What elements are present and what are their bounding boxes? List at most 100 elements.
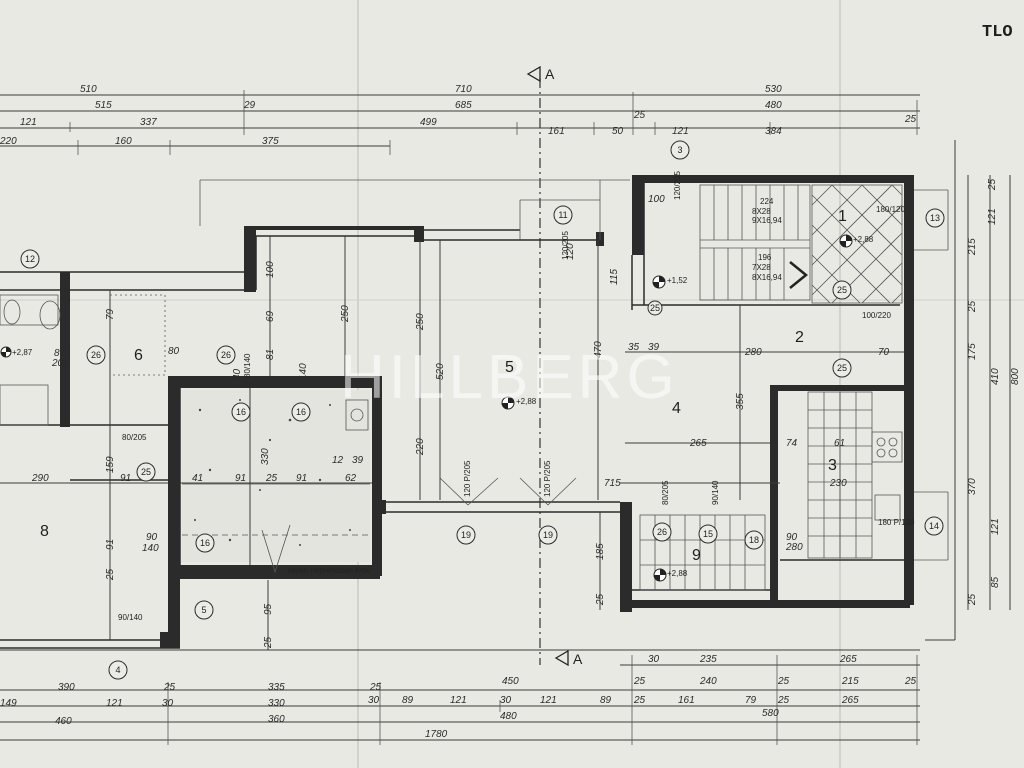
dim-label: 121 bbox=[20, 117, 37, 128]
walls bbox=[0, 175, 914, 649]
svg-text:+2,88: +2,88 bbox=[516, 397, 537, 406]
dim-label: 161 bbox=[548, 126, 565, 137]
svg-text:+1,52: +1,52 bbox=[667, 276, 688, 285]
svg-text:120: 120 bbox=[565, 243, 576, 260]
dim-label: 161 bbox=[678, 695, 695, 706]
svg-text:16: 16 bbox=[236, 407, 246, 417]
dim-label: 337 bbox=[140, 117, 157, 128]
dim-label: 330 bbox=[268, 698, 285, 709]
dim-label: 25 bbox=[633, 676, 646, 687]
dim-label: 85 bbox=[990, 576, 1001, 588]
svg-text:81: 81 bbox=[265, 349, 276, 360]
svg-text:19: 19 bbox=[461, 530, 471, 540]
dim-label: 25 bbox=[777, 695, 790, 706]
marker-3-icon: 3 bbox=[670, 140, 690, 160]
roof-note: ravan neprehodan krov bbox=[288, 566, 370, 575]
stair-note: 224 bbox=[760, 197, 774, 206]
marker-18-icon: 18 bbox=[744, 530, 764, 550]
marker-5-icon: 5 bbox=[194, 600, 214, 620]
dim-label: 121 bbox=[106, 698, 123, 709]
dim-label: 25 bbox=[777, 676, 790, 687]
svg-text:185: 185 bbox=[595, 543, 606, 560]
dim-label: 265 bbox=[841, 695, 859, 706]
dim-label: 580 bbox=[762, 708, 779, 719]
svg-text:265: 265 bbox=[689, 438, 707, 449]
svg-text:180 P/120: 180 P/120 bbox=[878, 518, 915, 527]
marker-14-icon: 14 bbox=[924, 516, 944, 536]
marker-26-icon: 26 bbox=[86, 345, 106, 365]
svg-text:14: 14 bbox=[929, 521, 939, 531]
dim-label: 25 bbox=[987, 178, 998, 191]
opening-labels: 120/205 80/205 80/140 120 P/205 120 P/20… bbox=[118, 171, 915, 622]
dim-label: 685 bbox=[455, 100, 472, 111]
svg-text:70: 70 bbox=[878, 347, 890, 358]
marker-19-icon: 19 bbox=[538, 525, 558, 545]
room-label-9: 9 bbox=[692, 547, 701, 564]
svg-text:16: 16 bbox=[200, 538, 210, 548]
svg-text:79: 79 bbox=[105, 308, 116, 320]
dim-label: 25 bbox=[904, 114, 917, 125]
dim-label: 149 bbox=[0, 698, 17, 709]
svg-text:25: 25 bbox=[595, 593, 606, 606]
svg-text:69: 69 bbox=[265, 310, 276, 322]
svg-text:80: 80 bbox=[168, 346, 180, 357]
svg-text:230: 230 bbox=[829, 478, 847, 489]
dim-label: 220 bbox=[0, 136, 17, 147]
svg-text:120 P/205: 120 P/205 bbox=[543, 460, 552, 497]
svg-text:11: 11 bbox=[558, 210, 567, 220]
svg-text:+2,87: +2,87 bbox=[12, 348, 33, 357]
svg-text:25: 25 bbox=[105, 568, 116, 581]
svg-text:5: 5 bbox=[201, 605, 206, 615]
level-mark-icon: +2,88 bbox=[653, 568, 688, 582]
dim-label: 29 bbox=[243, 100, 256, 111]
room-label-1: 1 bbox=[838, 208, 847, 225]
svg-text:100: 100 bbox=[265, 261, 276, 278]
staircase-upper: 224 8X28 9X16,94 196 7X28 8X16,94 bbox=[699, 184, 811, 301]
marker-15-icon: 15 bbox=[698, 524, 718, 544]
marker-4-icon: 4 bbox=[108, 660, 128, 680]
svg-text:74: 74 bbox=[786, 438, 798, 449]
dim-label: 265 bbox=[839, 654, 857, 665]
level-mark-icon: +2,88 bbox=[501, 396, 537, 410]
dim-label: 121 bbox=[987, 208, 998, 225]
svg-text:12: 12 bbox=[25, 254, 35, 264]
svg-text:25: 25 bbox=[837, 363, 847, 373]
svg-text:220: 220 bbox=[415, 438, 426, 456]
dim-label: 25 bbox=[967, 593, 978, 606]
svg-text:100: 100 bbox=[648, 194, 665, 205]
svg-text:25: 25 bbox=[263, 636, 274, 649]
svg-text:12: 12 bbox=[332, 455, 344, 466]
svg-text:80/205: 80/205 bbox=[122, 433, 147, 442]
dim-label: 480 bbox=[500, 711, 517, 722]
svg-text:95: 95 bbox=[263, 603, 274, 615]
room-label-5: 5 bbox=[505, 359, 514, 376]
stair-note: 196 bbox=[758, 253, 772, 262]
dim-label: 121 bbox=[540, 695, 557, 706]
dim-label: 175 bbox=[967, 343, 978, 360]
dim-label: 390 bbox=[58, 682, 75, 693]
dim-label: 499 bbox=[420, 117, 437, 128]
dim-label: 160 bbox=[115, 136, 132, 147]
marker-11-icon: 11 bbox=[553, 205, 573, 225]
svg-text:80/140: 80/140 bbox=[243, 353, 252, 378]
svg-text:3: 3 bbox=[677, 145, 682, 155]
svg-text:280: 280 bbox=[785, 542, 803, 553]
svg-text:91: 91 bbox=[105, 539, 116, 550]
dim-label: 30 bbox=[500, 695, 512, 706]
svg-text:330: 330 bbox=[260, 448, 271, 465]
svg-text:18: 18 bbox=[749, 535, 759, 545]
dim-label: 121 bbox=[450, 695, 467, 706]
marker-16-icon: 16 bbox=[195, 533, 215, 553]
interior-dimensions: 100 69 81 79 159 91 91 25 290 41 91 25 9… bbox=[0, 194, 905, 650]
svg-text:205: 205 bbox=[51, 358, 69, 369]
dim-label: 335 bbox=[268, 682, 285, 693]
svg-text:80/205: 80/205 bbox=[661, 480, 670, 505]
section-arrow-icon bbox=[554, 649, 569, 667]
bottom-dimensions: 30 235 265 390 25 335 25 450 25 240 25 2… bbox=[0, 649, 920, 745]
marker-26-icon: 26 bbox=[216, 345, 236, 365]
dim-label: 50 bbox=[612, 126, 624, 137]
svg-text:140: 140 bbox=[298, 363, 309, 380]
svg-text:120 P/205: 120 P/205 bbox=[463, 460, 472, 497]
dim-label: 25 bbox=[904, 676, 917, 687]
dim-label: 375 bbox=[262, 136, 279, 147]
